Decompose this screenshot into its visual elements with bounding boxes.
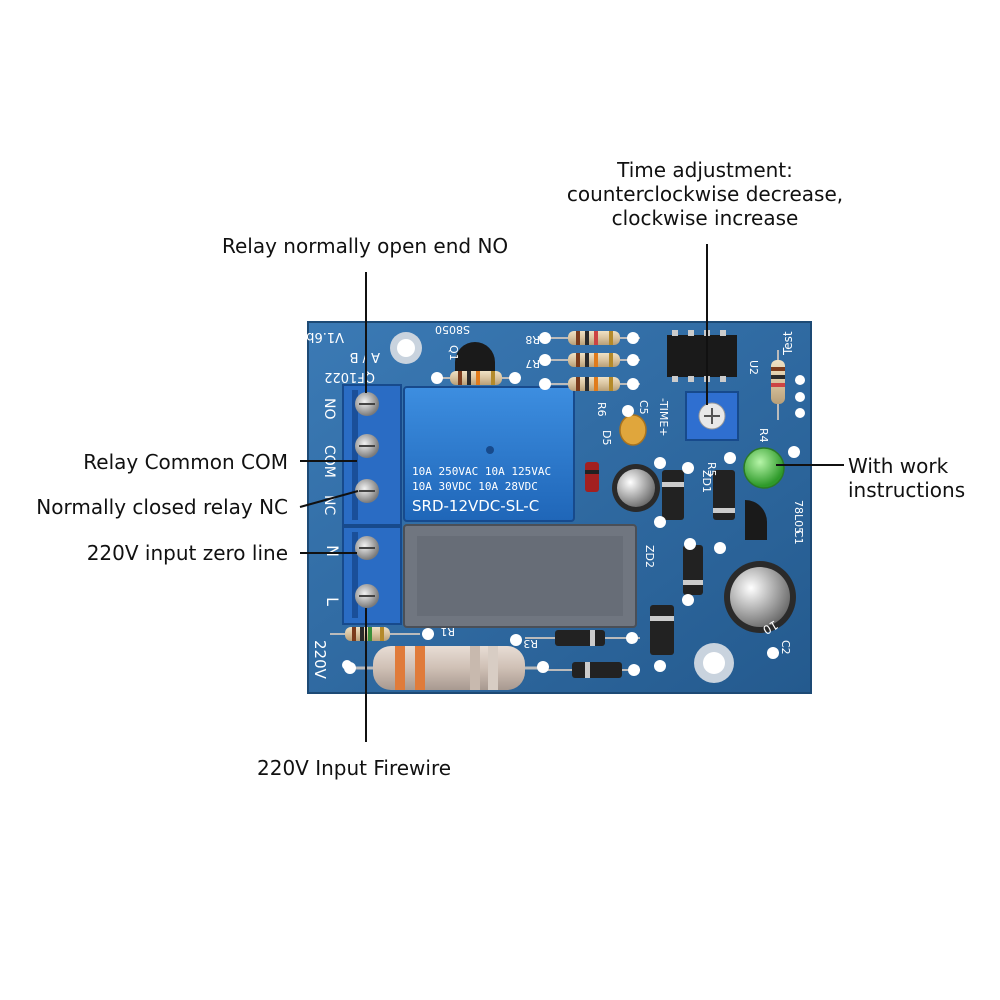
- relay-rating-2: 10A 30VDC 10A 28VDC: [412, 480, 538, 493]
- test-pins: Test: [781, 331, 805, 418]
- screw-com: [355, 434, 379, 458]
- transistor-label: S8050: [435, 323, 470, 336]
- solder-pads: [342, 332, 800, 676]
- power-module: [403, 524, 637, 628]
- label-r7: R7: [525, 357, 540, 370]
- callout-line-nc: [299, 490, 359, 508]
- label-r8: R8: [525, 333, 540, 346]
- label-time-adjust: Time adjustment: counterclockwise decrea…: [555, 158, 855, 230]
- relay: 10A 250VAC 10A 125VAC 10A 30VDC 10A 28VD…: [403, 386, 575, 522]
- screw-no: [355, 392, 379, 416]
- q1-label: Q1: [447, 345, 460, 361]
- callout-lines: [299, 244, 844, 742]
- work-indicator-led: [743, 447, 785, 489]
- screw-l: [355, 584, 379, 608]
- label-time: -TIME+: [657, 398, 670, 437]
- capacitor-c2: 10: [724, 561, 796, 637]
- label-relay-nc: Normally closed relay NC: [36, 495, 288, 519]
- diode-d5: [525, 630, 640, 646]
- resistor-r8: [550, 331, 640, 345]
- label-u2: U2: [747, 360, 760, 375]
- screw-nc: [355, 479, 379, 503]
- label-r6: R6: [595, 402, 608, 417]
- board-ab: A / B: [350, 349, 380, 364]
- label-c1: C1: [792, 530, 805, 545]
- label-firewire: 220V Input Firewire: [257, 756, 452, 780]
- ic-u2: [667, 330, 737, 382]
- relay-model: SRD-12VDC-SL-C: [412, 497, 539, 515]
- label-c5: C5: [637, 400, 650, 415]
- diode-zd1: [713, 470, 735, 520]
- label-r1: R1: [440, 625, 455, 638]
- resistor-r9: [432, 371, 510, 385]
- time-line-2: counterclockwise decrease,: [566, 182, 844, 206]
- board-version: V1.6b: [306, 329, 344, 344]
- time-potentiometer: [685, 391, 739, 441]
- label-work-indicator: With work instructions: [848, 454, 965, 502]
- power-resistor: [352, 646, 540, 690]
- label-relay-no: Relay normally open end NO: [222, 234, 509, 258]
- time-line-1: Time adjustment:: [617, 158, 793, 182]
- resistor-r4: [771, 350, 785, 420]
- label-r5: R5: [705, 462, 718, 477]
- label-zd2: ZD2: [643, 545, 656, 568]
- capacitor-c1: [612, 464, 660, 512]
- terminal-label-l: L: [323, 597, 342, 606]
- relay-rating-1: 10A 250VAC 10A 125VAC: [412, 465, 551, 478]
- terminal-label-no: NO: [321, 398, 337, 420]
- resistor-r7: [550, 353, 640, 367]
- diode-d1: [662, 470, 684, 520]
- resistor-r6: [550, 377, 640, 391]
- mounting-hole-top: [390, 332, 422, 364]
- capacitor-c5: [619, 414, 647, 446]
- resistor-r1: [330, 627, 420, 641]
- test-label: Test: [781, 331, 795, 356]
- board-id: QF1022: [324, 369, 375, 384]
- cap-value: 10: [760, 617, 780, 637]
- label-c2: C2: [779, 640, 792, 655]
- screw-n: [355, 536, 379, 560]
- led-line-1: With work: [848, 454, 949, 478]
- label-r4: R4: [757, 428, 770, 443]
- transistor-q1: S8050 Q1: [435, 323, 495, 372]
- diode-d3: [545, 662, 640, 678]
- voltage-label: 220V: [311, 640, 329, 680]
- label-zero-line: 220V input zero line: [86, 541, 288, 565]
- label-relay-com: Relay Common COM: [83, 450, 288, 474]
- time-line-3: clockwise increase: [611, 206, 799, 230]
- label-zd1: ZD1: [700, 470, 713, 493]
- terminal-label-n: N: [323, 545, 342, 557]
- regulator-label: 78L05: [792, 500, 805, 534]
- diode-zd2: [650, 605, 674, 655]
- voltage-regulator: 78L05: [745, 500, 805, 540]
- diode-d2: [683, 545, 703, 595]
- label-d5: D5: [600, 430, 613, 445]
- label-r3: R3: [523, 637, 538, 650]
- mounting-hole-bottom: [694, 643, 734, 683]
- small-diode: [585, 462, 599, 492]
- led-line-2: instructions: [848, 478, 966, 502]
